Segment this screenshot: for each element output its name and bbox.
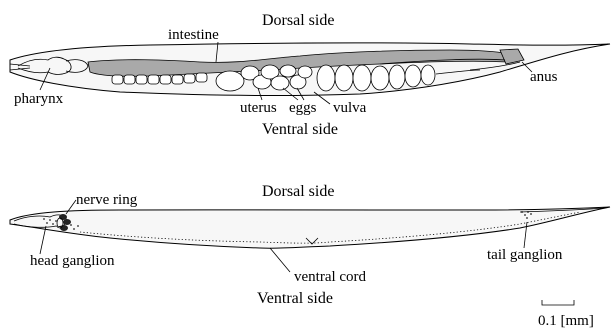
eggs-label: eggs (289, 100, 317, 116)
bottom-worm-diagram: Dorsal side nerve ring head ganglion ven… (10, 183, 610, 307)
uterus-label: uterus (240, 100, 277, 116)
top-worm-diagram: Dorsal side intestine pharynx uterus egg… (10, 12, 610, 138)
top-ventral-label: Ventral side (262, 121, 338, 138)
vulva-label: vulva (333, 100, 367, 116)
nerve-ring-label: nerve ring (76, 192, 138, 208)
head-ganglion-label: head ganglion (30, 253, 115, 269)
anus-label: anus (530, 69, 558, 85)
ventral-cord-leader (270, 248, 290, 272)
scale-bar-line (542, 300, 574, 305)
scale-bar: 0.1 [mm] (538, 300, 594, 329)
bottom-ventral-label: Ventral side (257, 290, 333, 307)
bottom-dorsal-label: Dorsal side (262, 183, 334, 200)
scale-bar-label: 0.1 [mm] (538, 313, 594, 329)
pharynx-label: pharynx (14, 91, 64, 107)
intestine-label: intestine (168, 27, 219, 43)
ventral-cord-label: ventral cord (294, 269, 367, 285)
tail-ganglion-label: tail ganglion (487, 247, 563, 263)
top-dorsal-label: Dorsal side (262, 12, 334, 29)
head-ganglion-leader (40, 226, 46, 254)
